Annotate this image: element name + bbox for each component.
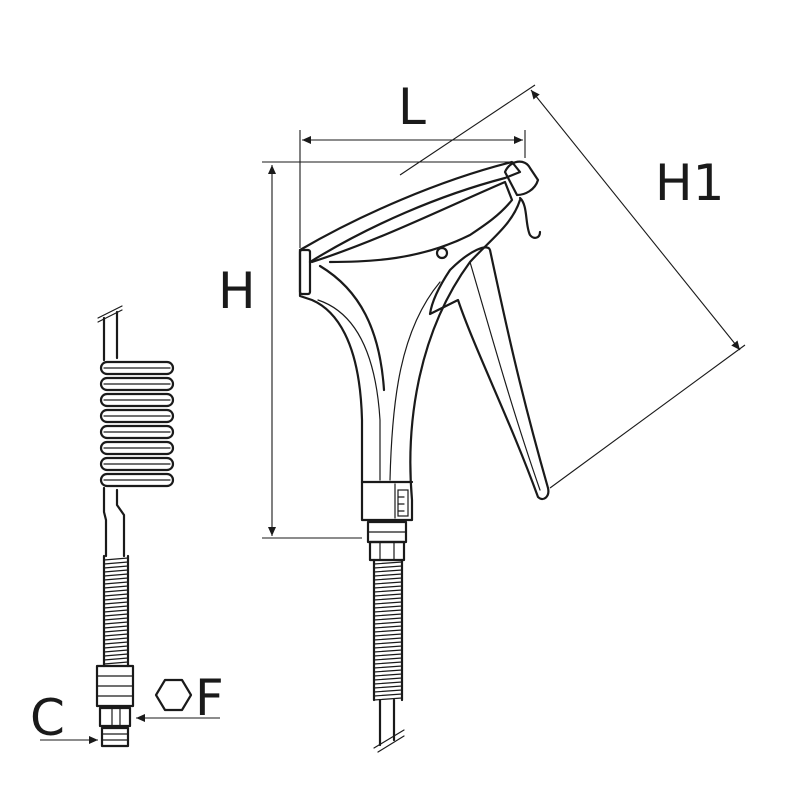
gun-spring-guard bbox=[372, 558, 404, 702]
blow-gun bbox=[298, 160, 550, 753]
dimension-label-wrench-size: F bbox=[195, 669, 224, 727]
spring-turn bbox=[373, 697, 403, 701]
spring-turn bbox=[103, 585, 129, 589]
spring-turn bbox=[373, 673, 403, 677]
coil-loop bbox=[99, 472, 175, 488]
spring-turn bbox=[103, 621, 129, 625]
coil-loop bbox=[99, 424, 175, 440]
spring-turn bbox=[373, 681, 403, 685]
spring-turn bbox=[103, 645, 129, 649]
dimension-lines bbox=[40, 84, 746, 744]
spring-turn bbox=[373, 621, 403, 625]
spring-turn bbox=[103, 573, 129, 577]
spring-turn bbox=[373, 645, 403, 649]
spring-turn bbox=[103, 597, 129, 601]
hose-spring-guard bbox=[102, 554, 130, 668]
spring-turn bbox=[373, 657, 403, 661]
spring-turn bbox=[103, 609, 129, 613]
spring-turn bbox=[373, 677, 403, 681]
dimension-label-height: H bbox=[218, 262, 256, 320]
spring-turn bbox=[373, 585, 403, 589]
spring-turn bbox=[103, 569, 129, 573]
spring-turn bbox=[103, 605, 129, 609]
spring-turn bbox=[373, 669, 403, 673]
spring-turn bbox=[373, 689, 403, 693]
spring-turn bbox=[373, 561, 403, 565]
spring-turn bbox=[103, 617, 129, 621]
spring-turn bbox=[373, 661, 403, 665]
spring-turn bbox=[103, 557, 129, 561]
spring-turn bbox=[373, 577, 403, 581]
spring-turn bbox=[103, 613, 129, 617]
spring-turn bbox=[373, 605, 403, 609]
spring-turn bbox=[103, 629, 129, 633]
spring-turn bbox=[103, 657, 129, 661]
spring-turn bbox=[103, 649, 129, 653]
spring-turn bbox=[103, 561, 129, 565]
dimension-label-height-diagonal: H1 bbox=[655, 154, 724, 212]
spring-turn bbox=[373, 685, 403, 689]
coil-loop bbox=[99, 440, 175, 456]
spring-turn bbox=[373, 573, 403, 577]
spring-turn bbox=[103, 581, 129, 585]
spring-turn bbox=[103, 565, 129, 569]
spring-turn bbox=[373, 641, 403, 645]
coil-loop bbox=[99, 456, 175, 472]
spring-turn bbox=[373, 653, 403, 657]
spring-turn bbox=[103, 653, 129, 657]
spring-turn bbox=[373, 633, 403, 637]
spring-turn bbox=[373, 593, 403, 597]
spring-turn bbox=[103, 593, 129, 597]
dimension-label-connection: C bbox=[30, 689, 65, 747]
hose-coils bbox=[99, 360, 175, 488]
spring-turn bbox=[103, 589, 129, 593]
coil-loop bbox=[99, 408, 175, 424]
coil-loop bbox=[99, 376, 175, 392]
spring-turn bbox=[373, 581, 403, 585]
spring-turn bbox=[373, 609, 403, 613]
spring-turn bbox=[373, 629, 403, 633]
spring-turn bbox=[373, 665, 403, 669]
spring-turn bbox=[103, 577, 129, 581]
spring-turn bbox=[103, 601, 129, 605]
spring-turn bbox=[103, 633, 129, 637]
coil-loop bbox=[99, 392, 175, 408]
spring-turn bbox=[103, 625, 129, 629]
coiled-hose bbox=[95, 305, 175, 748]
spring-turn bbox=[373, 569, 403, 573]
dimension-label-length: L bbox=[398, 78, 426, 136]
spring-turn bbox=[373, 597, 403, 601]
spring-turn bbox=[103, 637, 129, 641]
spring-turn bbox=[373, 625, 403, 629]
spring-turn bbox=[103, 661, 129, 665]
coil-loop bbox=[99, 360, 175, 376]
spring-turn bbox=[373, 649, 403, 653]
spring-turn bbox=[373, 565, 403, 569]
spring-turn bbox=[373, 637, 403, 641]
spring-turn bbox=[373, 693, 403, 697]
spring-turn bbox=[373, 617, 403, 621]
hexagon-icon bbox=[154, 678, 193, 712]
spring-turn bbox=[373, 613, 403, 617]
spring-turn bbox=[373, 601, 403, 605]
spring-turn bbox=[373, 589, 403, 593]
spring-turn bbox=[103, 641, 129, 645]
